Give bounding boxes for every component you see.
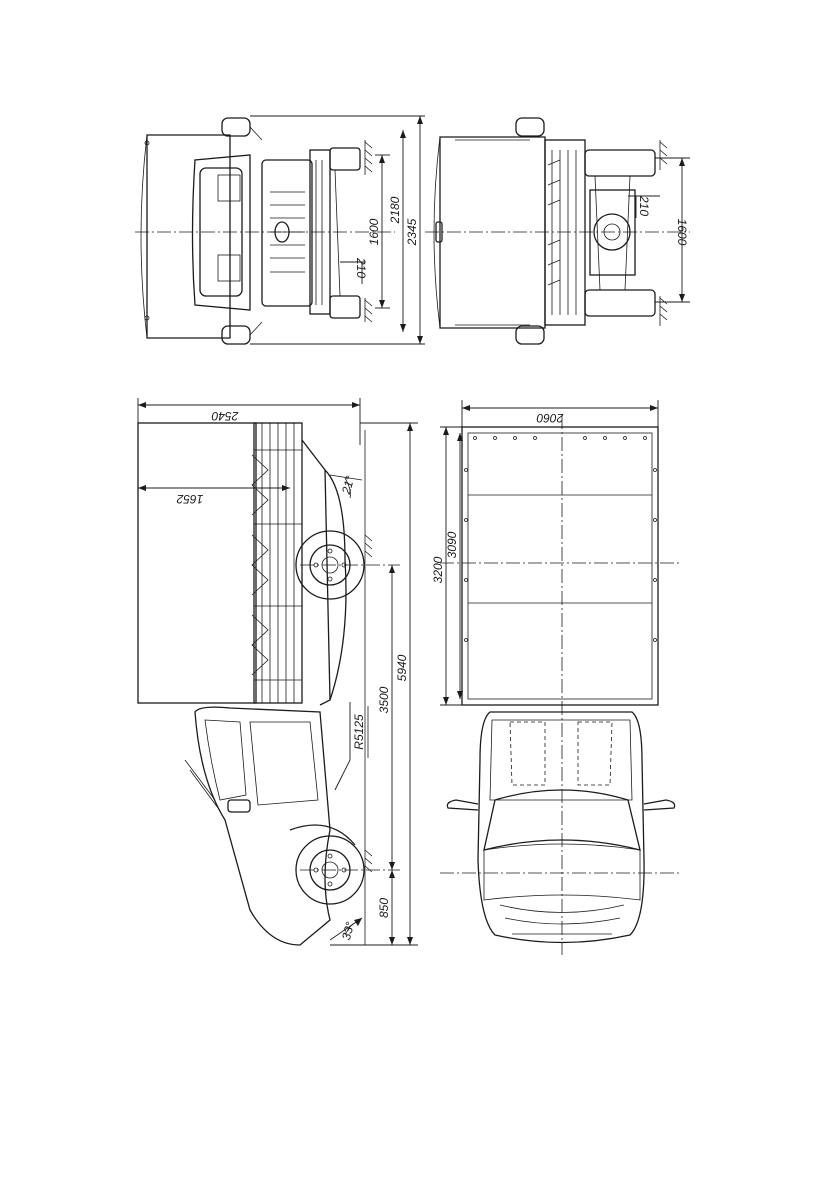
- plan-view: 2060 3200 3090: [431, 400, 680, 955]
- dim-body-width: 2060: [536, 411, 564, 425]
- dim-clearance-front: 210: [354, 257, 368, 278]
- dim-load-height: 1652: [176, 492, 203, 506]
- mirror-icon: [228, 800, 250, 812]
- side-view: 2540 1652 21° 5940 3500 R5125 850: [138, 398, 418, 945]
- dim-radius: R5125: [352, 714, 366, 750]
- dim-cab-height: 2180: [388, 196, 402, 224]
- mirror-icon: [516, 326, 544, 344]
- dim-wheelbase: 3500: [377, 686, 391, 713]
- cab-plan-outline: [478, 712, 644, 943]
- mirror-icon: [222, 326, 250, 344]
- dim-clearance-rear: 210: [637, 195, 651, 216]
- dim-track-front: 1600: [367, 218, 381, 245]
- cargo-platform: [462, 427, 658, 705]
- dim-body-height: 2540: [211, 409, 239, 423]
- cab-outline: [195, 707, 330, 945]
- cargo-body: [138, 423, 256, 703]
- angle-departure: 21°: [339, 474, 358, 496]
- rear-view: 1600 210: [425, 118, 690, 344]
- ground-hatch: [365, 535, 372, 872]
- mirror-icon: [516, 118, 544, 136]
- dim-front-overhang: 850: [377, 898, 391, 918]
- dim-platform-inner: 3090: [445, 531, 459, 558]
- mirror-icon: [644, 800, 675, 810]
- dim-track-rear: 1600: [675, 219, 689, 246]
- dim-platform-outer: 3200: [431, 556, 445, 583]
- dim-overall-length: 5940: [395, 654, 409, 681]
- mirror-icon: [447, 800, 478, 810]
- ground-hatch: [660, 140, 667, 326]
- dim-overall-height: 2345: [405, 218, 419, 246]
- angle-approach: 33°: [339, 920, 357, 941]
- front-view: 1600 2180 2345 210: [135, 116, 425, 344]
- mirror-icon: [222, 118, 250, 136]
